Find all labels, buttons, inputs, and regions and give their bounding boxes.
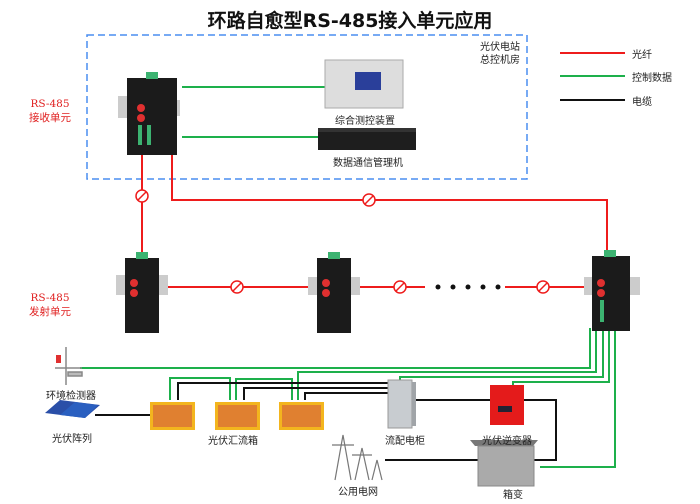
receiver-unit-device — [118, 72, 180, 155]
distribution-cabinet-device — [387, 379, 416, 429]
legend-control-data: 控制数据 — [632, 73, 672, 84]
legend-fiber: 光纤 — [632, 50, 652, 61]
control-line-cabinet — [399, 330, 604, 382]
fiber-line-loop — [171, 150, 608, 258]
control-line-inverter — [512, 330, 610, 387]
public-grid-label: 公用电网 — [338, 487, 378, 498]
receiver-unit-label-line2: 接收单元 — [29, 112, 71, 124]
receiver-unit-label-line1: RS-485 — [30, 98, 70, 110]
transmitter-unit-label-line2: 发射单元 — [29, 306, 71, 318]
cable-combiner2 — [243, 387, 390, 400]
pv-array-device — [45, 400, 100, 418]
env-monitor-label: 环境检测器 — [46, 391, 96, 402]
control-line-env — [80, 328, 591, 369]
measure-control-label: 综合测控装置 — [335, 116, 395, 127]
cable-combiner3 — [304, 392, 390, 400]
transmitter-unit-device-2 — [308, 252, 360, 333]
combiner-box-1 — [150, 402, 195, 430]
ellipsis-dots — [435, 284, 501, 290]
public-grid-towers — [332, 434, 383, 481]
control-line-combiner1 — [169, 377, 231, 400]
fiber-symbol-icon — [135, 189, 550, 294]
cable-inverter-transformer — [524, 399, 557, 461]
transmitter-unit-label: RS-485 发射单元 — [20, 291, 80, 319]
comm-manager-device — [318, 128, 416, 150]
cable-combiner1 — [177, 382, 390, 400]
combiner-box-label: 光伏汇流箱 — [208, 436, 258, 447]
inverter-label: 光伏逆变器 — [482, 436, 532, 447]
combiner-box-2 — [215, 402, 260, 430]
control-line-combiner2 — [235, 378, 293, 400]
pv-array-label: 光伏阵列 — [52, 434, 92, 445]
transmitter-unit-device-1 — [116, 252, 168, 333]
combiner-box-3 — [279, 402, 324, 430]
box-transformer-device — [470, 440, 538, 487]
control-line-transformer — [540, 330, 616, 468]
env-monitor-device — [55, 347, 83, 385]
distribution-cabinet-label: 流配电柜 — [385, 436, 425, 447]
legend-cable: 电缆 — [632, 97, 652, 108]
transmitter-unit-label-line1: RS-485 — [30, 292, 70, 304]
box-transformer-label: 箱变 — [503, 490, 523, 501]
inverter-device — [490, 385, 524, 425]
diagram-title: 环路自愈型RS-485接入单元应用 — [207, 10, 493, 32]
control-room-label-line1: 光伏电站 — [480, 42, 520, 53]
measure-control-device — [324, 59, 404, 109]
control-room-boundary — [86, 34, 528, 180]
transmitter-unit-device-3 — [584, 250, 640, 331]
control-line-combiner3 — [297, 330, 597, 400]
receiver-unit-label: RS-485 接收单元 — [20, 97, 80, 125]
control-room-label-line2: 总控机房 — [480, 55, 520, 66]
comm-manager-label: 数据通信管理机 — [333, 158, 403, 169]
